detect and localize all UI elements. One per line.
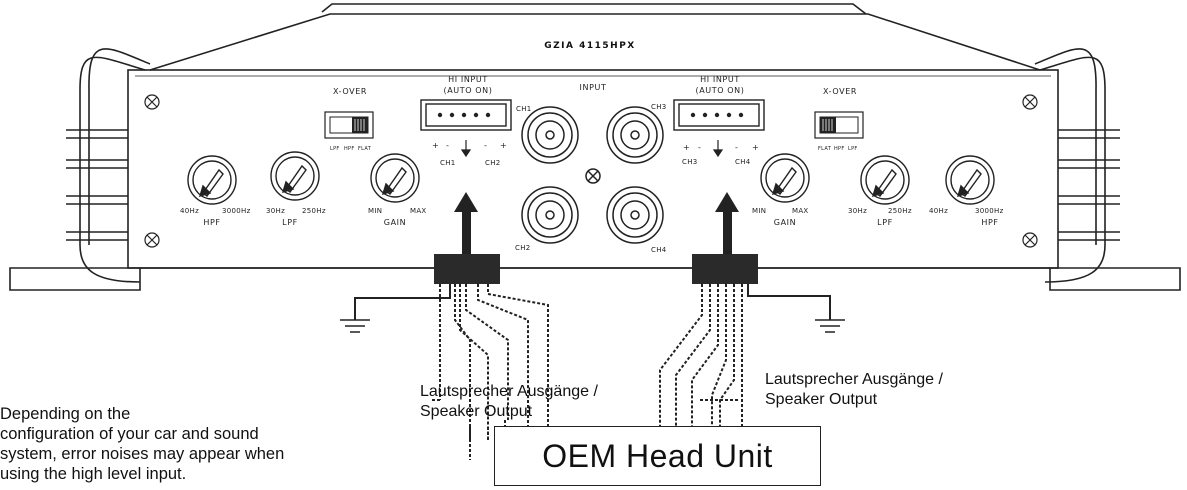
hpf-left-min: 40Hz — [180, 207, 199, 215]
lpf-right-max: 250Hz — [888, 207, 912, 215]
note-text: Depending on the configuration of your c… — [0, 404, 385, 490]
hi-ch-left-2: CH2 — [485, 159, 501, 167]
switch-pos-right-3: LPF — [848, 146, 858, 152]
rca-ch4-label: CH4 — [651, 246, 667, 254]
switch-pos-right-1: FLAT — [818, 146, 832, 152]
knob-gain-right[interactable] — [760, 153, 810, 203]
knob-hpf-right[interactable] — [945, 155, 995, 205]
rca-jack-ch4 — [606, 186, 664, 244]
xover-label-left: X-OVER — [333, 87, 367, 96]
plug-right — [692, 254, 758, 284]
speaker-output-label-left-1: Lautsprecher Ausgänge / — [420, 383, 598, 400]
hi-ch-right-2: CH4 — [735, 158, 751, 166]
arrow-up-icon-right — [715, 192, 739, 254]
switch-pos-right-2: HPF — [834, 146, 845, 152]
note-line-3: system, error noises may appear when — [0, 445, 285, 463]
ground-icon-left — [340, 319, 370, 333]
screw-icon — [1022, 94, 1038, 110]
lpf-right-name: LPF — [877, 218, 893, 227]
amplifier-housing — [9, 3, 1181, 291]
hpf-left-max: 3000Hz — [222, 207, 251, 215]
rca-jacks[interactable] — [521, 106, 664, 244]
xover-switch-right[interactable] — [814, 111, 864, 139]
hpf-left-name: HPF — [203, 218, 220, 227]
note-line-1: Depending on the — [0, 405, 131, 423]
hpf-right-name: HPF — [981, 218, 998, 227]
screw-icon — [1022, 232, 1038, 248]
hi-pol-left-4: + — [500, 141, 507, 150]
gain-right-name: GAIN — [774, 218, 796, 227]
oem-head-unit: OEM Head Unit — [494, 426, 821, 486]
hi-pol-right-4: + — [752, 143, 759, 152]
wires-right — [659, 284, 831, 426]
knob-lpf-right[interactable] — [860, 155, 910, 205]
screw-icon — [144, 232, 160, 248]
arrow-up-icon-left — [454, 192, 478, 254]
hi-pol-right-3: - — [735, 143, 739, 152]
lpf-left-min: 30Hz — [266, 207, 285, 215]
note-line-2: configuration of your car and sound — [0, 425, 259, 443]
center-screw-icon — [585, 168, 601, 184]
gain-left-name: GAIN — [384, 218, 406, 227]
hi-input-connector-left[interactable] — [420, 99, 512, 131]
hi-ch-right-1: CH3 — [682, 158, 698, 166]
xover-switch-left[interactable] — [324, 111, 374, 139]
hi-pol-left-3: - — [484, 141, 488, 150]
rca-ch3-label: CH3 — [651, 103, 667, 111]
ground-arrow-left — [460, 140, 472, 158]
plug-left — [434, 254, 500, 284]
hi-ch-left-1: CH1 — [440, 159, 456, 167]
hi-pol-left-1: + — [432, 141, 439, 150]
note-line-4: using the high level input. — [0, 465, 187, 483]
knob-lpf-left[interactable] — [270, 151, 320, 201]
hi-input-label-left: HI INPUT — [448, 75, 488, 84]
speaker-output-label-left-2: Speaker Output — [420, 403, 533, 420]
model-name: GZIA 4115HPX — [544, 41, 635, 51]
rca-jack-ch1 — [521, 106, 579, 164]
hi-input-connector-right[interactable] — [673, 99, 765, 131]
knob-gain-left[interactable] — [370, 153, 420, 203]
hi-pol-right-1: + — [683, 143, 690, 152]
corner-screws — [144, 94, 1038, 248]
wires-left — [354, 284, 549, 460]
xover-label-right: X-OVER — [823, 87, 857, 96]
lpf-left-max: 250Hz — [302, 207, 326, 215]
speaker-output-label-right-1: Lautsprecher Ausgänge / — [765, 371, 943, 388]
hi-input-autoon-left: (AUTO ON) — [444, 86, 493, 95]
hpf-right-max: 3000Hz — [975, 207, 1004, 215]
switch-pos-left-2: HPF — [344, 146, 355, 152]
ground-arrow-right — [712, 140, 724, 158]
knob-hpf-left[interactable] — [187, 155, 237, 205]
gain-right-max: MAX — [792, 207, 809, 215]
gain-left-min: MIN — [368, 207, 382, 215]
lpf-right-min: 30Hz — [848, 207, 867, 215]
switch-pos-left-1: LPF — [330, 146, 340, 152]
hi-input-autoon-right: (AUTO ON) — [696, 86, 745, 95]
lpf-left-name: LPF — [282, 218, 298, 227]
rca-jack-ch3 — [606, 106, 664, 164]
speaker-output-label-right-2: Speaker Output — [765, 391, 878, 408]
rca-input-label: INPUT — [580, 83, 607, 92]
rca-jack-ch2 — [521, 186, 579, 244]
switch-pos-left-3: FLAT — [358, 146, 372, 152]
hpf-right-min: 40Hz — [929, 207, 948, 215]
screw-icon — [144, 94, 160, 110]
rca-ch2-label: CH2 — [515, 244, 531, 252]
gain-right-min: MIN — [752, 207, 766, 215]
hi-pol-right-2: - — [698, 143, 702, 152]
hi-pol-left-2: - — [446, 141, 450, 150]
ground-icon-right — [815, 319, 845, 333]
rca-ch1-label: CH1 — [516, 105, 532, 113]
gain-left-max: MAX — [410, 207, 427, 215]
hi-input-label-right: HI INPUT — [700, 75, 740, 84]
